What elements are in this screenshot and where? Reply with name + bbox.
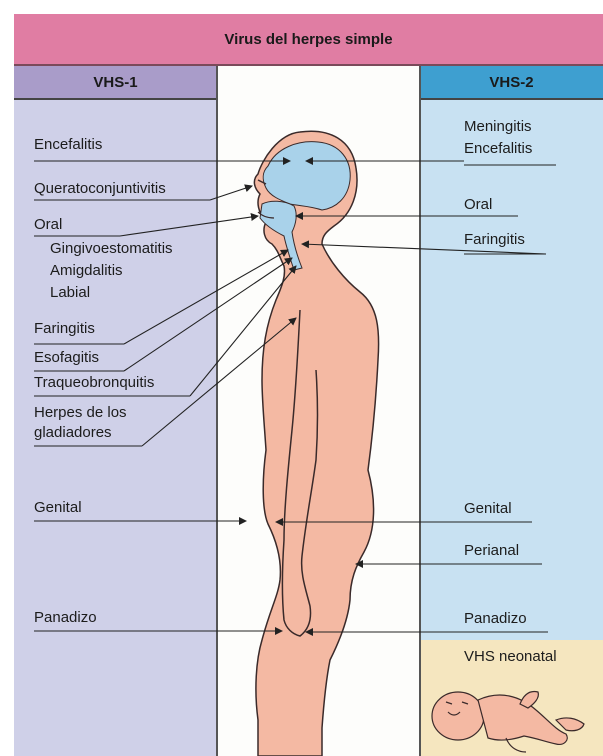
label-encefalitis-vhs2: Encefalitis [464, 140, 532, 158]
label-oral-vhs1: Oral [34, 216, 62, 234]
label-panadizo-vhs1: Panadizo [34, 609, 97, 627]
label-faringitis-vhs1: Faringitis [34, 320, 95, 338]
label-faringitis-vhs2: Faringitis [464, 231, 525, 249]
label-amigdalitis: Amigdalitis [50, 262, 123, 280]
label-encefalitis-vhs1: Encefalitis [34, 136, 102, 154]
label-queratoconjuntivitis: Queratoconjuntivitis [34, 180, 166, 198]
label-herpes-gladiadores-2: gladiadores [34, 424, 112, 442]
label-perianal: Perianal [464, 542, 519, 560]
label-genital-vhs1: Genital [34, 499, 82, 517]
label-meningitis: Meningitis [464, 118, 532, 136]
baby-illustration [432, 692, 584, 753]
label-labial: Labial [50, 284, 90, 302]
label-vhs-neonatal: VHS neonatal [464, 648, 557, 666]
label-oral-vhs2: Oral [464, 196, 492, 214]
label-herpes-gladiadores-1: Herpes de los [34, 404, 127, 422]
label-panadizo-vhs2: Panadizo [464, 610, 527, 628]
label-esofagitis: Esofagitis [34, 349, 99, 367]
label-traqueobronquitis: Traqueobronquitis [34, 374, 154, 392]
label-gingivoestomatitis: Gingivoestomatitis [50, 240, 173, 258]
label-genital-vhs2: Genital [464, 500, 512, 518]
